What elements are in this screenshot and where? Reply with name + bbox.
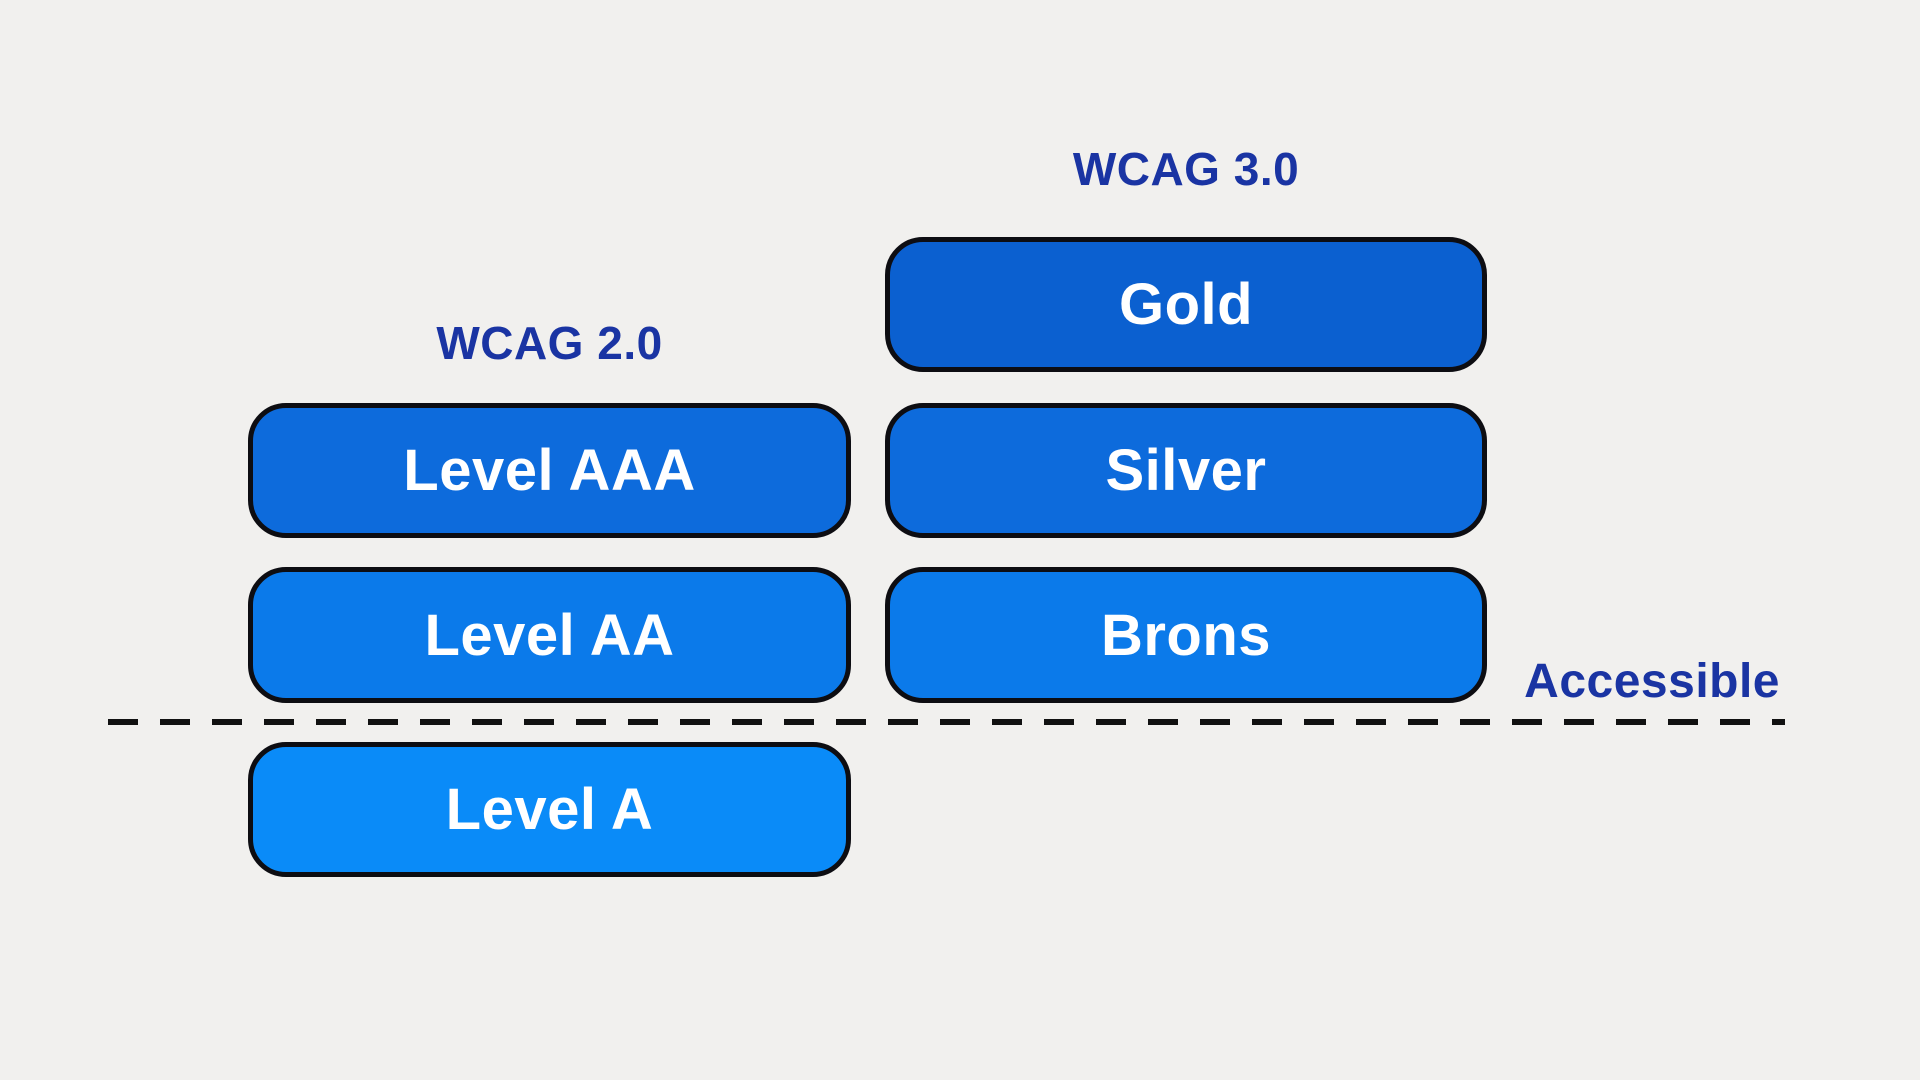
column-heading-wcag2: WCAG 2.0 [436, 317, 663, 369]
accessible-threshold-label: Accessible [1524, 655, 1780, 708]
pill-silver-label: Silver [1105, 438, 1267, 503]
pill-brons: Brons [885, 567, 1487, 703]
pill-brons-label: Brons [1100, 602, 1272, 668]
column-heading-wcag3: WCAG 3.0 [1072, 143, 1300, 195]
pill-level-a: Level A [248, 742, 851, 877]
pill-gold-label: Gold [1118, 272, 1254, 337]
pill-level-aa-label: Level AA [424, 602, 675, 668]
accessible-threshold-dashed-line [108, 719, 1785, 725]
pill-level-aa: Level AA [248, 567, 851, 703]
pill-level-aaa: Level AAA [248, 403, 851, 538]
pill-level-aaa-label: Level AAA [403, 438, 696, 503]
pill-silver: Silver [885, 403, 1487, 538]
pill-level-a-label: Level A [445, 777, 654, 842]
pill-gold: Gold [885, 237, 1487, 372]
